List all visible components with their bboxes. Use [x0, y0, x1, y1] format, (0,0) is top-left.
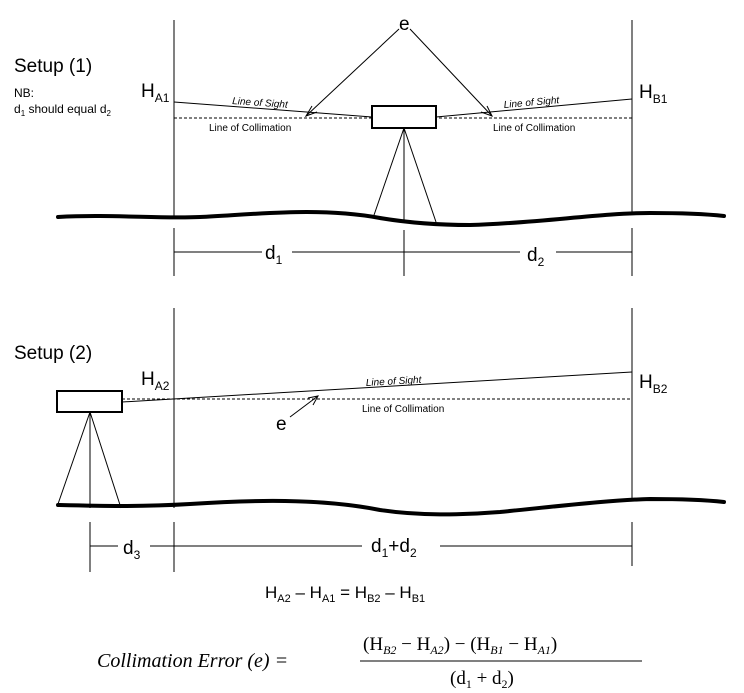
error-arrow-right-setup-1	[409, 28, 493, 117]
line-of-sight-setup-2	[121, 371, 633, 403]
formula-lhs: Collimation Error (e) =	[97, 650, 288, 672]
setup-2-title: Setup (2)	[14, 343, 92, 364]
distance-d1-label: d1	[265, 243, 283, 267]
error-arrowhead-left-setup-1	[304, 105, 318, 117]
line-of-sight-right-label: Line of Sight	[503, 95, 561, 111]
distance-d3-label: d3	[123, 538, 141, 562]
line-of-sight-left-label: Line of Sight	[232, 96, 289, 111]
distance-d2-label: d2	[527, 245, 545, 269]
setup-1: Setup (1) NB: d1 should equal d2 HA1 HB1…	[14, 14, 726, 276]
formula-denominator: (d1 + d2)	[450, 668, 514, 691]
ground-line-setup-1	[56, 210, 726, 228]
tripod-leg-right-setup-2	[89, 411, 122, 509]
height-difference-equation: HA2 – HA1 = HB2 – HB1	[265, 583, 425, 605]
setup-2: Setup (2) HA2 HB2 Line of Sight Line of …	[14, 308, 726, 572]
setup-1-note-heading: NB:	[14, 86, 34, 100]
line-of-collimation-right-label: Line of Collimation	[493, 123, 575, 134]
tripod-leg-left-setup-1	[372, 127, 405, 219]
collimation-error-formula: Collimation Error (e) = (HB2 − HA2) − (H…	[97, 634, 642, 691]
line-of-collimation-left-label: Line of Collimation	[209, 123, 291, 134]
level-instrument-setup-1	[371, 105, 437, 129]
line-of-sight-left-setup-1	[173, 101, 373, 118]
formula-numerator: (HB2 − HA2) − (HB1 − HA1)	[363, 634, 557, 657]
line-of-sight-label-setup-2: Line of Sight	[366, 375, 423, 389]
error-arrowhead-right-setup-1	[480, 105, 494, 117]
distance-d1-plus-d2-label: d1+d2	[371, 536, 417, 560]
staff-b-setup-1-label: HB1	[639, 82, 668, 106]
error-arrow-setup-2	[289, 395, 319, 418]
staff-a-setup-1-label: HA1	[141, 81, 170, 105]
line-of-sight-right-setup-1	[435, 98, 633, 118]
error-label-setup-2: e	[276, 414, 287, 435]
error-label-setup-1: e	[399, 14, 410, 35]
level-instrument-setup-2	[56, 390, 123, 413]
setup-1-title: Setup (1)	[14, 56, 92, 77]
staff-a-setup-2-label: HA2	[141, 369, 170, 393]
staff-b-setup-2-label: HB2	[639, 372, 668, 396]
setup-1-note: d1 should equal d2	[14, 102, 112, 118]
ground-line-setup-2	[56, 496, 726, 517]
error-arrow-left-setup-1	[305, 28, 400, 117]
tripod-leg-left-setup-2	[57, 411, 91, 505]
error-arrowhead-setup-2	[307, 395, 319, 406]
line-of-collimation-label-setup-2: Line of Collimation	[362, 404, 444, 415]
tripod-leg-right-setup-1	[403, 127, 437, 223]
